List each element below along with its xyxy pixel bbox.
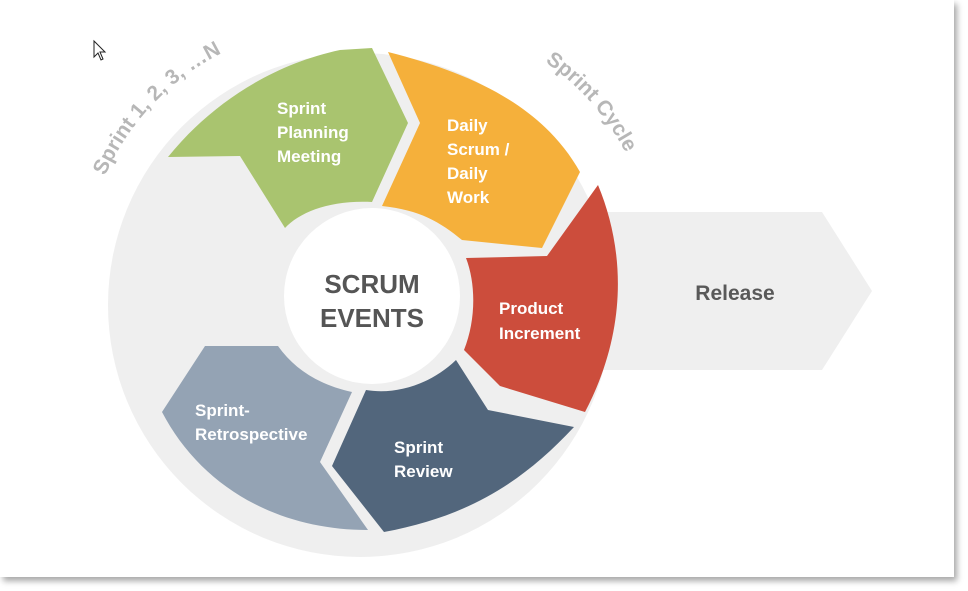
segment-label-line: Review (394, 462, 453, 481)
center-circle (284, 208, 460, 384)
release-arrow (540, 212, 872, 370)
segment-label-line: Scrum / (447, 140, 510, 159)
segment-sprint-planning (168, 48, 408, 228)
segment-label-line: Daily (447, 164, 488, 183)
segment-sprint-review (332, 360, 574, 532)
segment-sprint-retrospective (162, 346, 368, 530)
segment-label-line: Planning (277, 123, 349, 142)
arc-label-right: Sprint Cycle (542, 47, 641, 155)
release-label: Release (695, 282, 774, 305)
segment-label-line: Retrospective (195, 425, 307, 444)
arc-label-right-text: Sprint Cycle (542, 47, 641, 155)
segment-label-line: Work (447, 188, 490, 207)
segment-label-line: Meeting (277, 147, 341, 166)
center-title-line2: EVENTS (320, 303, 424, 333)
segment-label-line: Sprint (277, 99, 326, 118)
segment-label-line: Daily (447, 116, 488, 135)
segment-label-line: Product (499, 299, 564, 318)
segment-product-increment (464, 185, 618, 412)
segment-label-line: Sprint (394, 438, 443, 457)
segment-daily-scrum (382, 52, 580, 248)
segment-label-line: Sprint- (195, 401, 250, 420)
diagram-frame: SCRUM EVENTS Release Sprint Planning Mee… (88, 37, 872, 557)
segment-label-line: Increment (499, 324, 581, 343)
mouse-pointer-icon (93, 39, 107, 61)
center-title-line1: SCRUM (324, 269, 419, 299)
